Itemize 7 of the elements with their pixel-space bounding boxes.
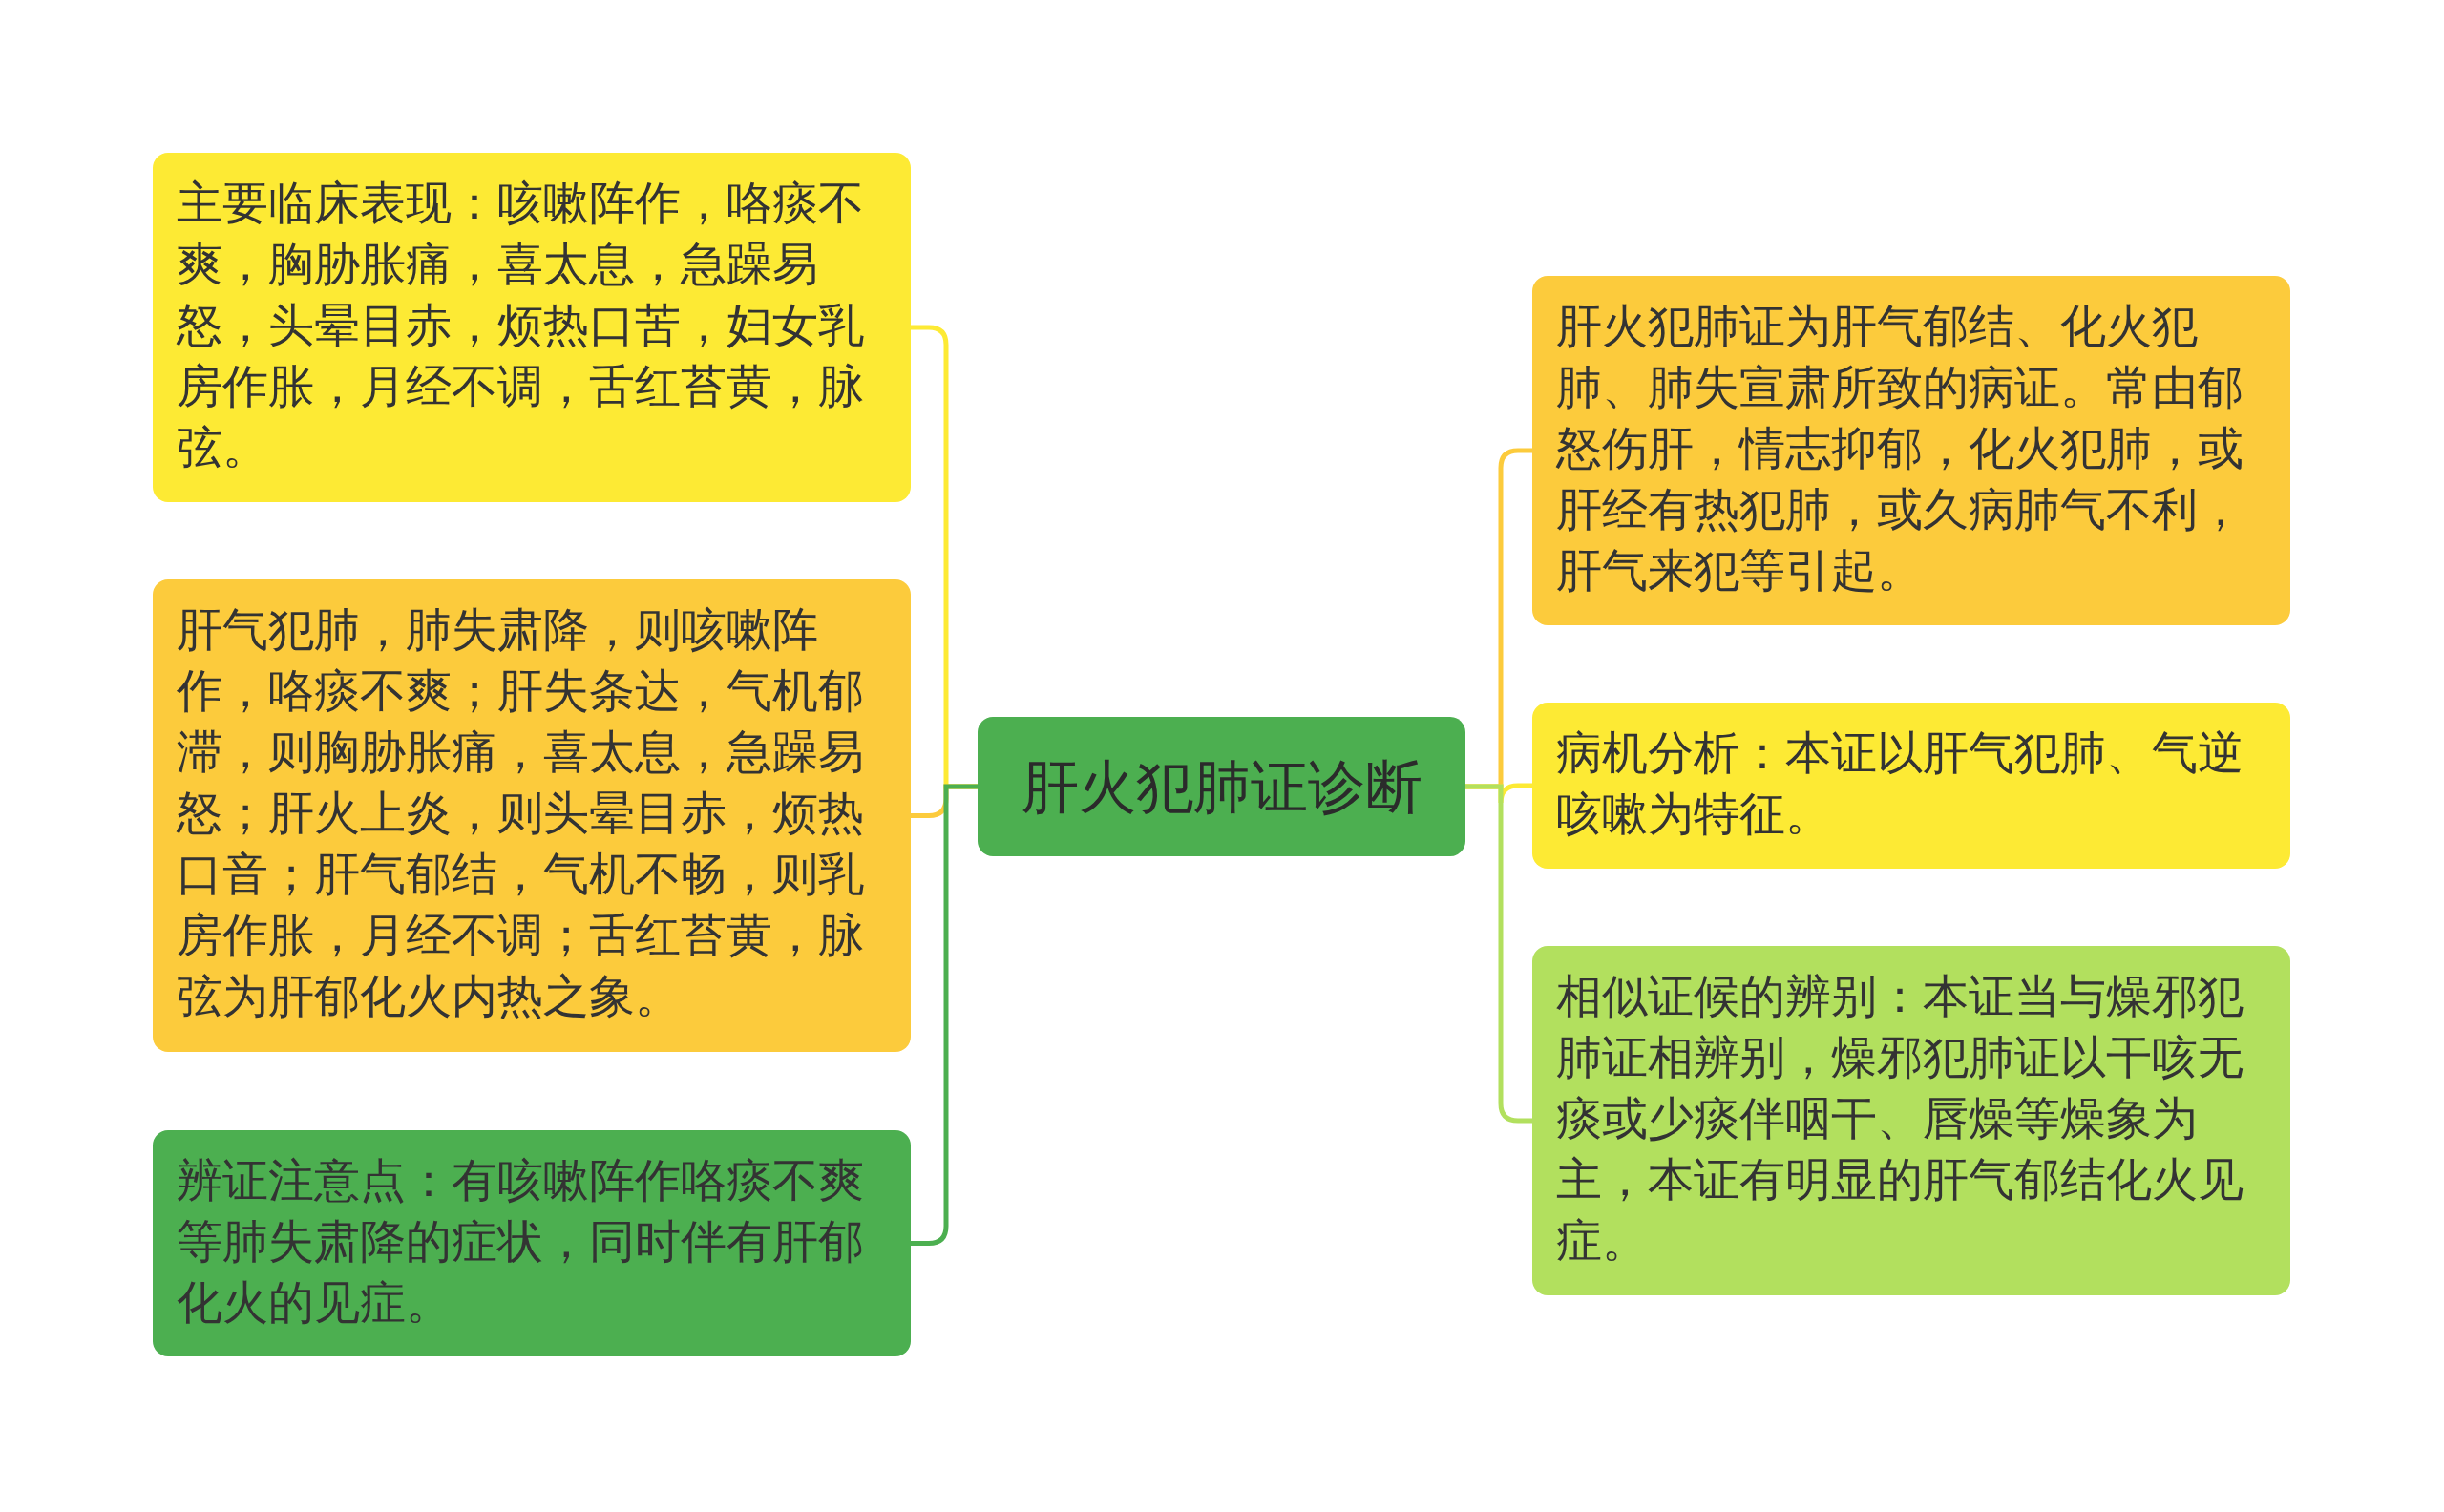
text-box: 肝气犯肺，肺失肃降，则咳嗽阵作，咯痰不爽；肝失条达，气机郁滞，则胸胁胀痛，喜太息，急躁易怒；肝火上炎，则头晕目赤，烦热口音；肝气郁结，气机不畅，则乳房作胀，月经不调；舌红苔黄，脉弦为肝郁化火内热之象。 [153, 579, 911, 1052]
text-box: 相似证候的辨别：本证当与燥邪犯肺证相辨别，燥邪犯肺证以干咳无痰或少痰伴咽干、唇燥等燥象为主，本证有明显的肝气郁结化火见症。 [1532, 946, 2290, 1295]
text-box: 辨证注意点：有咳嗽阵作咯痰不爽等肺失肃降的症状，同时伴有肝郁化火的见症。 [153, 1130, 911, 1356]
text-box: 肝火犯肺证为肝气郁结、化火犯肺、肺失宣肃所致的病证。常由郁怒伤肝，情志抑郁，化火犯肺，或肝经有热犯肺，或久病肺气不利，肝气来犯等引起。 [1532, 276, 2290, 625]
topic-box: 肝火犯肺证诊断 [978, 717, 1465, 856]
text-box: 主要临床表现：咳嗽阵作，咯痰不爽，胸胁胀痛，喜太息，急躁易怒，头晕目赤，烦热口苦，妇女乳房作胀，月经不调，舌红苔黄，脉弦。 [153, 153, 911, 502]
text-box: 病机分析：本证以肝气犯肺、气逆咳嗽为特征。 [1532, 703, 2290, 869]
